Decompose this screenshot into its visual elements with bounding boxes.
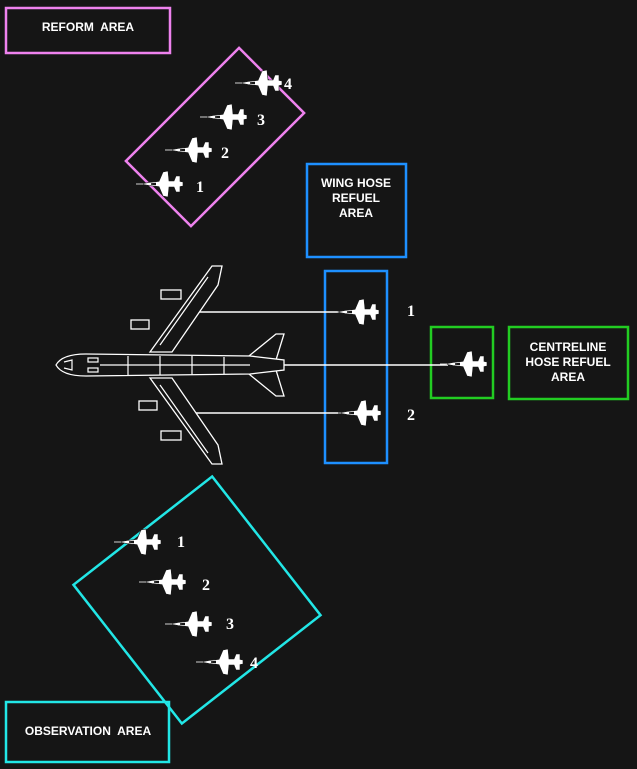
observation-position-1: 1 (177, 534, 185, 551)
reform-jet-2-icon (164, 136, 213, 164)
observation-position-3: 3 (226, 616, 234, 633)
wing-hose-label-line-2: REFUEL (332, 191, 380, 205)
observation-position-4: 4 (250, 655, 258, 672)
reform-area-box (124, 46, 306, 228)
reform-position-4: 4 (284, 76, 292, 93)
centreline-label-box (507, 325, 630, 401)
wing-hose-label-box (305, 162, 408, 259)
centreline-label-line-3: AREA (551, 370, 585, 384)
tanker-aircraft-icon (55, 265, 285, 465)
centreline-jet-icon (439, 350, 488, 378)
reform-area-label: REFORM AREA (42, 20, 135, 34)
observation-label-box (4, 700, 171, 764)
wing-position-2: 2 (407, 407, 415, 424)
wing-jet-2-icon (333, 399, 382, 427)
observation-jet-2-icon (138, 568, 187, 596)
reform-jet-4-icon (234, 69, 283, 97)
wing-hose-area-box (323, 269, 389, 465)
observation-area-box (71, 474, 323, 726)
wing-position-1: 1 (407, 303, 415, 320)
observation-position-2: 2 (202, 577, 210, 594)
wing-jet-1-icon (331, 298, 380, 326)
wing-hose-label-line-3: AREA (339, 206, 373, 220)
observation-jet-1-icon (113, 528, 162, 556)
observation-jet-3-icon (164, 610, 213, 638)
reform-label-box (4, 6, 172, 55)
centreline-label-line-1: CENTRELINE (530, 340, 607, 354)
observation-area-label: OBSERVATION AREA (25, 724, 152, 738)
reform-jet-3-icon (199, 103, 248, 131)
reform-position-2: 2 (221, 145, 229, 162)
reform-position-1: 1 (196, 179, 204, 196)
observation-jet-4-icon (195, 648, 244, 676)
wing-hose-label-line-1: WING HOSE (321, 176, 391, 190)
centreline-label-line-2: HOSE REFUEL (525, 355, 610, 369)
reform-position-3: 3 (257, 112, 265, 129)
centreline-area-box (429, 325, 495, 400)
